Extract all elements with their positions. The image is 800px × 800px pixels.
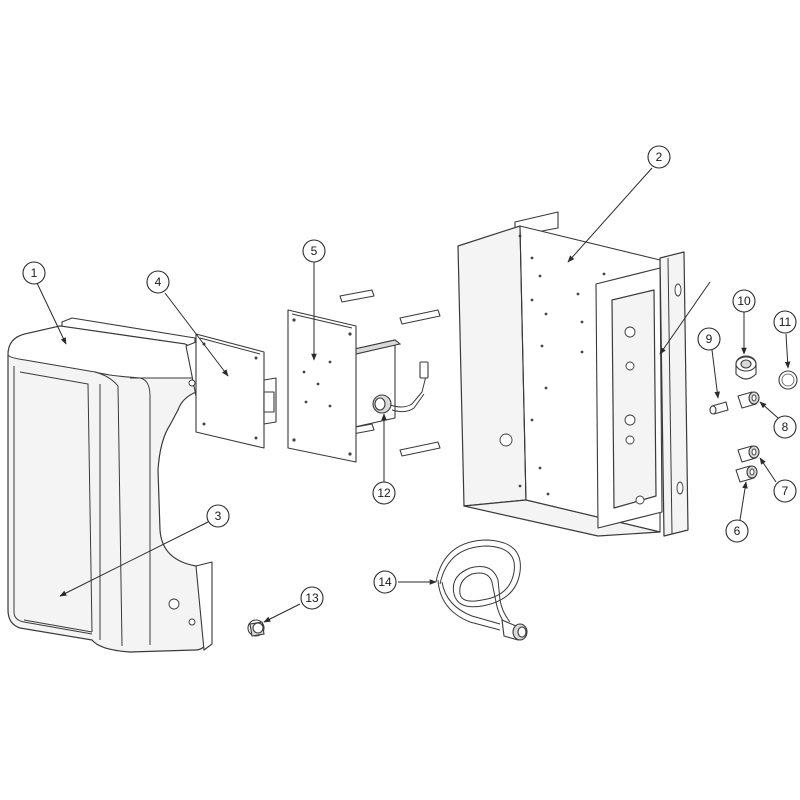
leader-2b bbox=[659, 281, 711, 355]
part-11-cap bbox=[778, 370, 798, 390]
callout-label: 14 bbox=[378, 575, 392, 589]
part-14-cable bbox=[435, 539, 528, 641]
callout-label: 4 bbox=[155, 275, 162, 289]
leader-13 bbox=[263, 603, 301, 623]
callout-label: 7 bbox=[782, 484, 789, 498]
callout-2: 2 bbox=[647, 145, 671, 169]
part-4-plate bbox=[195, 333, 277, 449]
callout-label: 12 bbox=[377, 486, 391, 500]
callout-14: 14 bbox=[373, 570, 397, 594]
callout-11: 11 bbox=[773, 310, 797, 334]
front-cover bbox=[7, 317, 213, 653]
callout-1: 1 bbox=[22, 261, 46, 285]
leader-9 bbox=[711, 349, 720, 399]
callout-7: 7 bbox=[773, 479, 797, 503]
leader-2 bbox=[567, 167, 653, 263]
leader-1 bbox=[36, 282, 67, 345]
leader-7 bbox=[759, 457, 777, 483]
callout-12: 12 bbox=[372, 481, 396, 505]
callout-label: 5 bbox=[311, 244, 318, 258]
callout-label: 1 bbox=[31, 266, 38, 280]
callout-label: 10 bbox=[737, 294, 751, 308]
leader-11 bbox=[784, 333, 791, 369]
callout-label: 2 bbox=[656, 150, 663, 164]
callout-label: 8 bbox=[782, 420, 789, 434]
callout-label: 11 bbox=[779, 315, 792, 329]
callout-label: 13 bbox=[305, 591, 319, 605]
part-13-plug bbox=[247, 619, 265, 637]
callout-label: 9 bbox=[706, 332, 713, 346]
callout-5: 5 bbox=[302, 239, 326, 263]
part-2-back-box bbox=[457, 211, 689, 537]
leader-3 bbox=[59, 521, 209, 597]
callout-label: 3 bbox=[215, 509, 222, 523]
callout-13: 13 bbox=[300, 586, 324, 610]
part-8-bushing bbox=[737, 391, 760, 409]
callout-8: 8 bbox=[773, 415, 797, 439]
callout-3: 3 bbox=[206, 504, 230, 528]
part-5-plate bbox=[287, 289, 441, 463]
part-9-pin bbox=[709, 401, 729, 415]
leader-lines bbox=[36, 167, 791, 623]
callout-6: 6 bbox=[725, 519, 749, 543]
callout-4: 4 bbox=[146, 270, 170, 294]
leader-8 bbox=[759, 401, 779, 419]
part-7-bushing bbox=[737, 445, 760, 463]
leader-4 bbox=[164, 292, 229, 377]
leader-6 bbox=[739, 481, 748, 521]
callout-9: 9 bbox=[697, 327, 721, 351]
callout-label: 6 bbox=[734, 524, 741, 538]
part-12-sensor bbox=[372, 361, 429, 414]
part-6-bushing bbox=[735, 465, 758, 483]
part-10-knob bbox=[735, 355, 757, 380]
callout-10: 10 bbox=[732, 289, 756, 313]
